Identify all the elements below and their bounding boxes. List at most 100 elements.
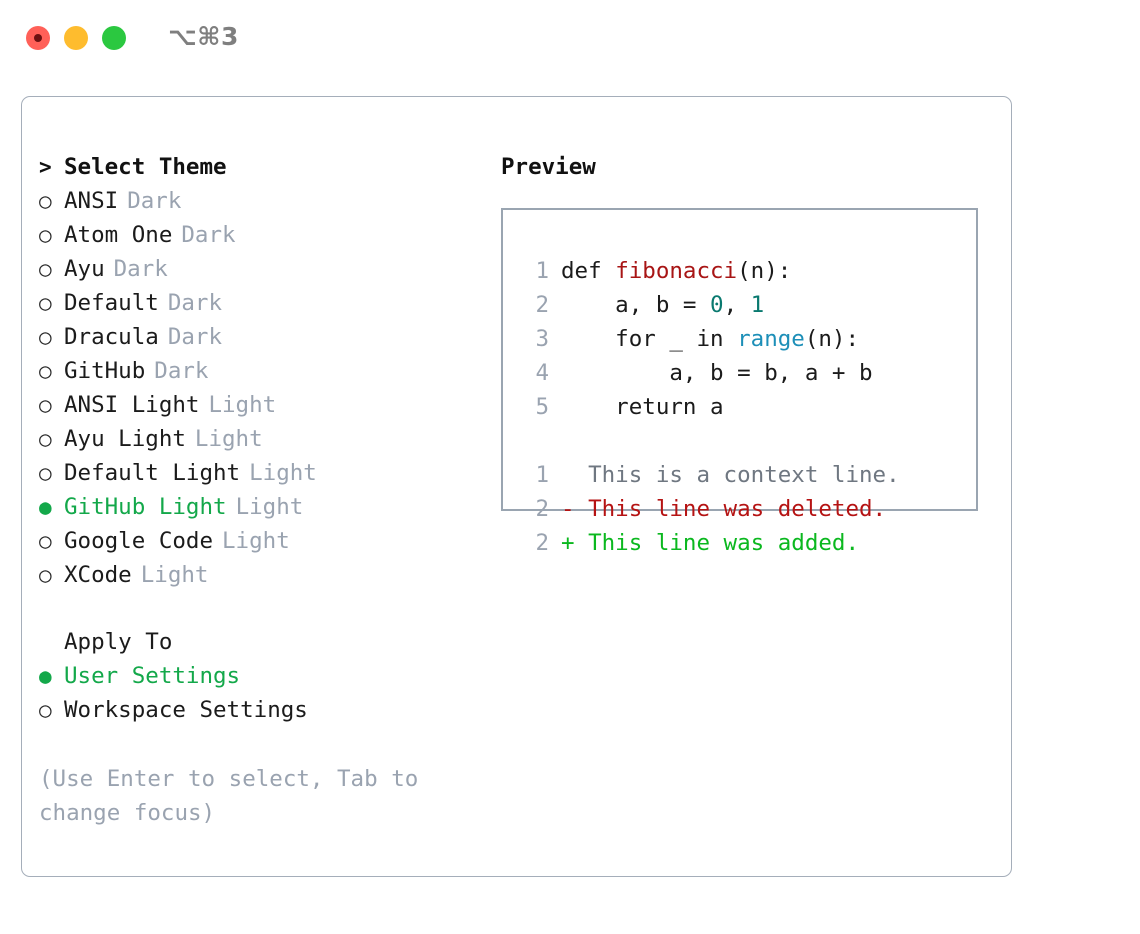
item-label: GitHub — [64, 358, 146, 384]
radio-selected-icon: ● — [39, 495, 52, 519]
item-label: XCode — [64, 562, 132, 588]
title-bar: ⌥⌘3 — [0, 0, 1140, 78]
theme-list-item[interactable]: ○ XCode Light — [39, 558, 479, 592]
item-label: Select Theme — [64, 154, 227, 180]
item-label: Workspace Settings — [64, 697, 308, 723]
code-line: 5 return a — [522, 390, 900, 424]
item-label: Default Light — [64, 460, 241, 486]
code-token: (n): — [737, 258, 792, 284]
diff-line: 1 This is a context line. — [522, 458, 900, 492]
radio-unselected-icon: ○ — [39, 461, 52, 485]
code-line: 2 a, b = 0, 1 — [522, 288, 900, 322]
preview-title: Preview — [501, 154, 596, 180]
close-button-icon[interactable] — [26, 26, 50, 50]
keyboard-shortcut-label: ⌥⌘3 — [168, 22, 239, 51]
diff-line: 2 + This line was added. — [522, 526, 900, 560]
theme-list-item[interactable]: ○ GitHub Dark — [39, 354, 479, 388]
code-token: fibonacci — [615, 258, 738, 284]
radio-unselected-icon: ○ — [39, 529, 52, 553]
diff-line: 2- This line was deleted. — [522, 492, 900, 526]
item-label: Google Code — [64, 528, 214, 554]
item-label: GitHub Light — [64, 494, 227, 520]
theme-list-item[interactable]: ○ Google Code Light — [39, 524, 479, 558]
diff-text: This is a context line. — [561, 462, 900, 488]
code-token: 1 — [750, 292, 765, 318]
theme-list-item[interactable]: ○ Dracula Dark — [39, 320, 479, 354]
code-token: for _ in — [561, 326, 738, 352]
caret-icon: > — [39, 155, 52, 179]
theme-list-item[interactable]: ○ Atom One Dark — [39, 218, 479, 252]
theme-list-item[interactable]: ○ Default Dark — [39, 286, 479, 320]
section-spacer — [39, 592, 479, 625]
variant-tag: Dark — [167, 324, 223, 350]
radio-unselected-icon: ○ — [39, 563, 52, 587]
code-token: , — [723, 292, 751, 318]
code-blank-line — [522, 424, 900, 458]
variant-tag: Dark — [154, 358, 209, 384]
zoom-button-icon[interactable] — [102, 26, 126, 50]
window-controls — [26, 26, 126, 50]
code-token: a, b = b, a + b — [561, 360, 873, 386]
theme-list-item[interactable]: ○ ANSI Light Light — [39, 388, 479, 422]
variant-tag: Dark — [127, 188, 182, 214]
item-label: ANSI — [64, 188, 119, 214]
variant-tag: Light — [140, 562, 209, 588]
item-label: Ayu Light — [64, 426, 186, 452]
radio-unselected-icon: ○ — [39, 393, 52, 417]
apply-to-header: Apply To — [39, 625, 479, 659]
theme-list-item[interactable]: ○ Ayu Dark — [39, 252, 479, 286]
item-label: Default — [64, 290, 159, 316]
code-line: 3 for _ in range(n): — [522, 322, 900, 356]
variant-tag: Light — [208, 392, 277, 418]
radio-unselected-icon: ○ — [39, 189, 52, 213]
code-token: range — [737, 326, 805, 352]
radio-unselected-icon: ○ — [39, 359, 52, 383]
variant-tag: Light — [222, 528, 290, 554]
line-number: 2 — [535, 292, 549, 318]
radio-unselected-icon: ○ — [39, 223, 52, 247]
theme-list-item[interactable]: ○ ANSI Dark — [39, 184, 479, 218]
item-label: Dracula — [64, 324, 159, 350]
code-token: 0 — [710, 292, 724, 318]
item-label: Atom One — [64, 222, 173, 248]
radio-selected-icon: ● — [39, 664, 52, 688]
diff-text: + This line was added. — [561, 530, 860, 556]
code-token: a, b = — [561, 292, 711, 318]
radio-unselected-icon: ○ — [39, 427, 52, 451]
radio-unselected-icon: ○ — [39, 291, 52, 315]
line-number: 2 — [535, 496, 549, 522]
code-token: (n): — [804, 326, 860, 352]
item-label: Ayu — [64, 256, 105, 282]
code-token: def — [561, 258, 616, 284]
apply-to-item[interactable]: ○ Workspace Settings — [39, 693, 479, 727]
variant-tag: Dark — [167, 290, 223, 316]
line-number: 2 — [535, 530, 549, 556]
radio-unselected-icon: ○ — [39, 257, 52, 281]
radio-unselected-icon: ○ — [39, 325, 52, 349]
item-label: Apply To — [64, 629, 173, 655]
item-label: ANSI Light — [64, 392, 200, 418]
line-number: 4 — [535, 360, 549, 386]
minimize-button-icon[interactable] — [64, 26, 88, 50]
variant-tag: Light — [194, 426, 263, 452]
item-label: User Settings — [64, 663, 241, 689]
apply-to-item[interactable]: ● User Settings — [39, 659, 479, 693]
variant-tag: Dark — [113, 256, 168, 282]
line-number: 5 — [535, 394, 549, 420]
line-number: 3 — [535, 326, 549, 352]
variant-tag: Dark — [181, 222, 236, 248]
code-line: 4 a, b = b, a + b — [522, 356, 900, 390]
radio-unselected-icon: ○ — [39, 698, 52, 722]
theme-list-header: > Select Theme — [39, 150, 479, 184]
theme-list-item[interactable]: ○ Ayu Light Light — [39, 422, 479, 456]
